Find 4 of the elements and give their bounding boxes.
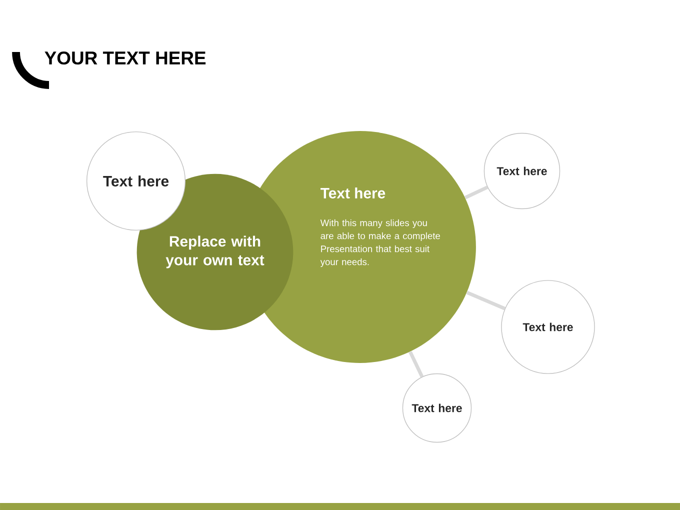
connector-line (466, 290, 506, 310)
connector-line (408, 351, 424, 378)
connector-line (464, 186, 488, 200)
title: YOUR TEXT HERE (44, 51, 206, 65)
